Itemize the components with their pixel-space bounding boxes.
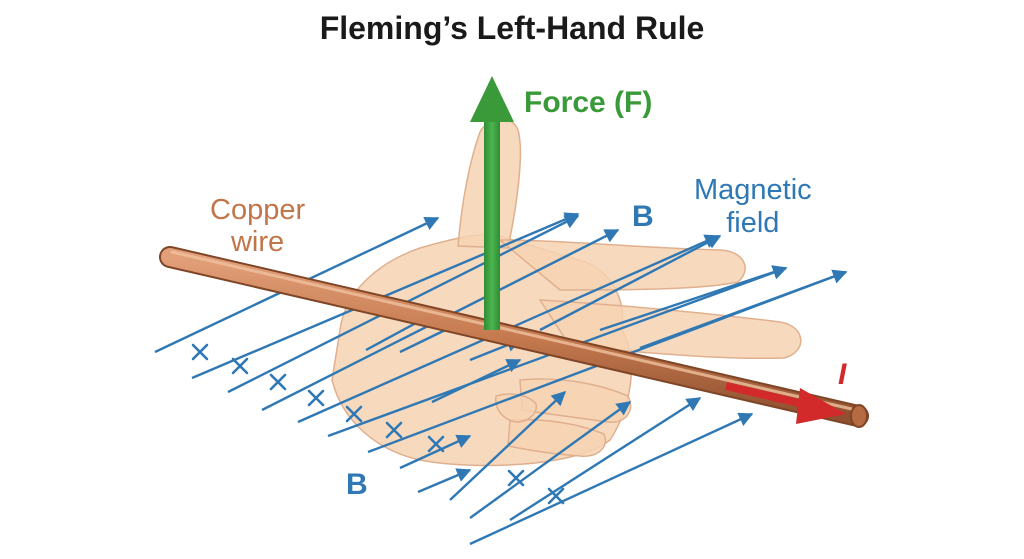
force-direction-arrow	[470, 76, 514, 330]
field-cross-icon-8	[507, 469, 525, 487]
field-line-20	[431, 358, 522, 404]
field-symbol-bottom: B	[346, 468, 368, 501]
copper-wire-label-line-1: Copper	[210, 194, 306, 226]
field-cross-icon-2	[231, 357, 249, 375]
copper-wire-label: Copper wire	[210, 194, 305, 258]
field-cross-icon-5	[345, 405, 363, 423]
left-hand-illustration	[331, 118, 802, 467]
diagram-title: Fleming’s Left-Hand Rule	[319, 10, 705, 46]
field-symbol-top: B	[632, 200, 654, 233]
field-line-12	[469, 412, 754, 546]
field-line-13	[509, 396, 702, 522]
magnetic-field-label: Magnetic field	[694, 174, 812, 240]
field-cross-icon-6	[385, 421, 403, 439]
force-label: Force (F)	[524, 86, 653, 119]
field-line-11	[469, 401, 632, 519]
copper-wire-label-line-2: wire	[230, 226, 285, 258]
field-line-15	[599, 265, 788, 332]
field-cross-marks	[191, 343, 565, 505]
field-cross-icon-4	[307, 389, 325, 407]
field-line-8	[399, 434, 472, 470]
magnetic-field-label-line-2: field	[726, 207, 780, 239]
field-line-9	[417, 468, 472, 494]
field-cross-icon-1	[191, 343, 209, 361]
current-symbol: I	[838, 358, 847, 391]
field-line-10	[449, 391, 567, 501]
magnetic-field-label-line-1: Magnetic	[694, 174, 812, 206]
field-cross-icon-9	[547, 487, 565, 505]
field-line-16	[639, 269, 848, 350]
field-cross-icon-7	[427, 435, 445, 453]
field-cross-icon-3	[269, 373, 287, 391]
current-direction-arrow	[725, 382, 846, 424]
field-line-14	[539, 234, 722, 332]
